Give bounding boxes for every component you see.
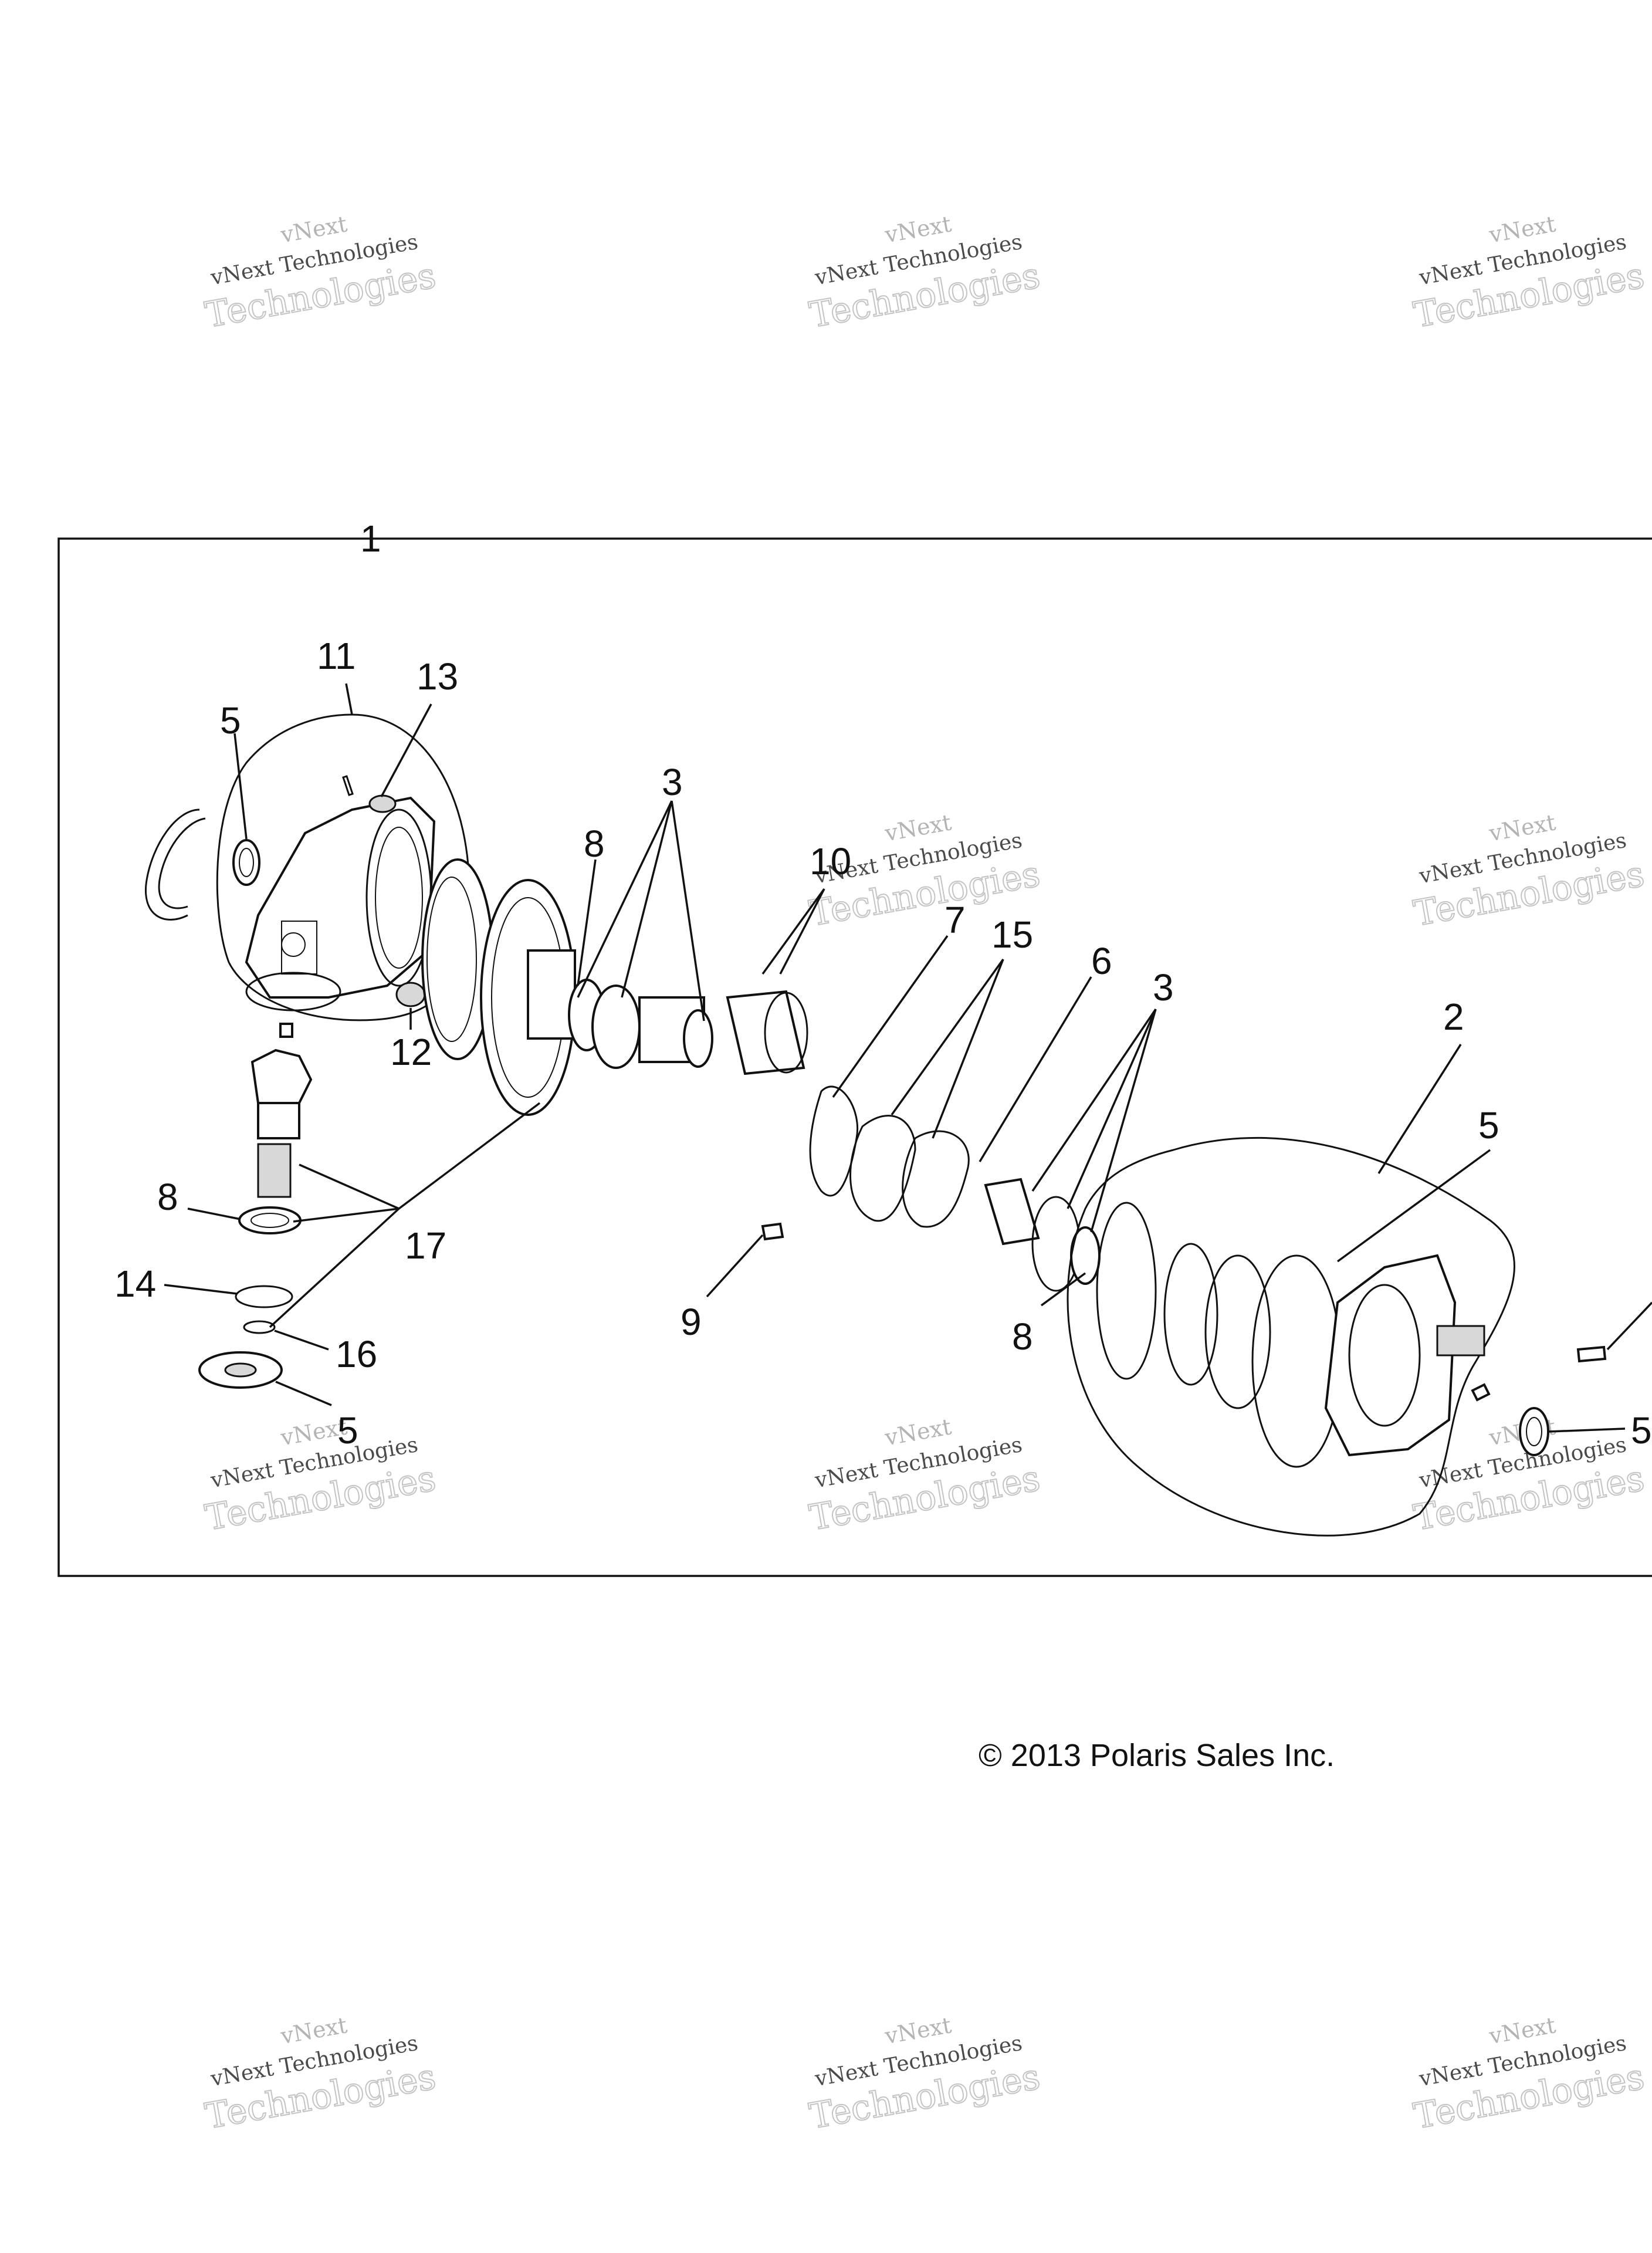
leader-lines xyxy=(164,683,1652,1433)
cover-gasket xyxy=(1096,1202,1157,1380)
clutch-plate xyxy=(849,1115,916,1222)
callout-5: 5 xyxy=(220,699,241,742)
callout-2: 2 xyxy=(1443,996,1464,1038)
callout-8: 8 xyxy=(584,823,605,865)
seal-part xyxy=(232,839,260,886)
cover-group xyxy=(1067,1136,1607,1537)
cover-fastener xyxy=(1471,1383,1491,1402)
callout-3: 3 xyxy=(662,761,683,803)
seal-part-inner xyxy=(239,848,254,877)
callout-3b: 3 xyxy=(1153,966,1174,1009)
watermark-line1: vNext xyxy=(278,2012,349,2049)
pinion-splines xyxy=(257,1143,292,1198)
callout-5b: 5 xyxy=(1478,1104,1499,1146)
bleeder-screw xyxy=(342,775,354,796)
callout-10: 10 xyxy=(810,840,851,882)
gearcase-housing xyxy=(245,796,436,999)
watermark-group: vNext vNext Technologies Technologies vN… xyxy=(202,211,1648,2137)
housing-outlet xyxy=(245,972,341,1012)
callout-6: 6 xyxy=(1091,940,1112,982)
cover-seal-inner xyxy=(1526,1417,1542,1446)
callout-1: 1 xyxy=(360,517,381,560)
armature-plate xyxy=(809,1085,858,1197)
callout-8b: 8 xyxy=(157,1176,178,1218)
oil-tube xyxy=(145,808,206,921)
cover-seal-ring xyxy=(1163,1243,1218,1386)
watermark-line1: vNext xyxy=(882,2012,953,2049)
carrier-bearing xyxy=(683,1009,713,1068)
assembly-frame xyxy=(57,537,1652,1577)
watermark-line1: vNext xyxy=(882,809,953,846)
coil-plate xyxy=(902,1130,970,1228)
cover-coupler xyxy=(1436,1325,1485,1356)
callout-17: 17 xyxy=(405,1224,446,1267)
pinion-bearing-inner xyxy=(250,1213,289,1228)
spacer-ring xyxy=(591,985,641,1069)
vent-cap xyxy=(368,794,397,813)
housing-flange-inner xyxy=(375,827,423,969)
housing-group xyxy=(145,713,470,1021)
callout-15: 15 xyxy=(991,914,1033,956)
housing-boundary xyxy=(216,713,470,1021)
cover-boundary xyxy=(1067,1136,1515,1537)
ring-gear-group xyxy=(421,858,1101,1292)
drain-plug xyxy=(395,982,426,1007)
pinion-pin xyxy=(279,1023,293,1038)
roller-cage-face xyxy=(764,992,808,1074)
pinion-gear xyxy=(250,1048,313,1104)
pinion-group xyxy=(198,1023,313,1389)
callout-14: 14 xyxy=(114,1263,156,1305)
cover-seal xyxy=(1519,1407,1549,1456)
cover-face xyxy=(1348,1284,1421,1427)
copyright-text: © 2013 Polaris Sales Inc. xyxy=(979,1738,1335,1773)
callout-12: 12 xyxy=(390,1031,432,1073)
pinion-bearing xyxy=(238,1206,302,1234)
cover-bolt xyxy=(1576,1345,1607,1363)
callout-9: 9 xyxy=(681,1301,702,1343)
watermark-line1: vNext xyxy=(1487,2012,1558,2049)
pinion-shaft xyxy=(257,1102,300,1139)
watermark-line1: vNext xyxy=(1487,809,1558,846)
callout-16: 16 xyxy=(336,1333,377,1375)
bearing-cup-inner xyxy=(426,877,477,1042)
watermark-line1: vNext xyxy=(1487,211,1558,248)
housing-bolt xyxy=(281,932,306,957)
gearcase-cover xyxy=(1324,1254,1457,1457)
drive-hub xyxy=(984,1178,1040,1246)
watermark-line1: vNext xyxy=(882,211,953,248)
watermark-line1: vNext xyxy=(278,211,349,248)
callout-5c: 5 xyxy=(337,1409,358,1452)
callout-5d: 5 xyxy=(1631,1409,1652,1452)
callout-13: 13 xyxy=(417,655,458,698)
callout-8c: 8 xyxy=(1012,1315,1033,1358)
callout-numbers: 1 11 13 5 3 8 10 7 15 6 3 2 5 12 8 17 14… xyxy=(114,517,1652,1452)
key-dowel xyxy=(761,1222,784,1241)
shim-ring xyxy=(243,1320,276,1334)
cover-o-ring xyxy=(1204,1254,1271,1409)
pinion-seal-inner xyxy=(224,1362,257,1378)
callout-7: 7 xyxy=(945,899,966,941)
watermark-line1: vNext xyxy=(882,1413,953,1450)
retaining-ring xyxy=(235,1285,293,1308)
cover-o-ring-large xyxy=(1251,1254,1342,1468)
output-hub xyxy=(527,949,576,1040)
callout-11: 11 xyxy=(317,635,356,677)
